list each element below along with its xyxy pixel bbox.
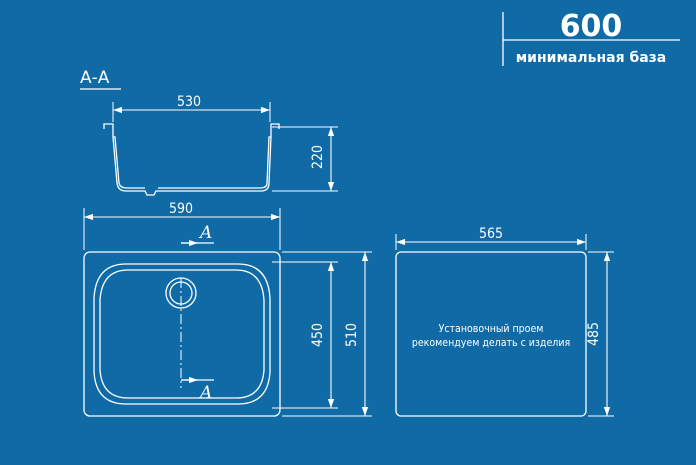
sink-length-label: 510 — [344, 323, 360, 347]
bowl-depth-label: 220 — [310, 145, 326, 169]
cutout-outline — [395, 251, 587, 417]
section-marker-bottom: A — [198, 383, 212, 403]
cutout-length-label: 485 — [586, 322, 602, 346]
section-title: А-А — [80, 68, 110, 88]
cutout-note-line-1: Установочный проем — [439, 323, 544, 335]
cutout-width-label: 565 — [479, 226, 503, 242]
section-marker-top: A — [198, 223, 212, 243]
sink-width-label: 590 — [169, 201, 193, 217]
min-base-label: минимальная база — [516, 50, 667, 66]
sink-top-view — [83, 208, 372, 417]
bowl-inner-edge — [99, 269, 265, 399]
cutout-view — [395, 234, 614, 417]
sink-outer-rim — [83, 251, 281, 417]
min-base-block — [502, 12, 680, 66]
section-view — [103, 102, 338, 196]
bowl-section-outline — [103, 123, 280, 196]
bowl-width-label: 530 — [177, 94, 201, 110]
min-base-value: 600 — [560, 9, 623, 44]
bowl-section-inner — [113, 136, 271, 189]
cutout-note-line-2: рекомендуем делать с изделия — [412, 337, 570, 349]
bowl-outer-edge — [93, 263, 271, 405]
bowl-length-label: 450 — [310, 323, 326, 347]
